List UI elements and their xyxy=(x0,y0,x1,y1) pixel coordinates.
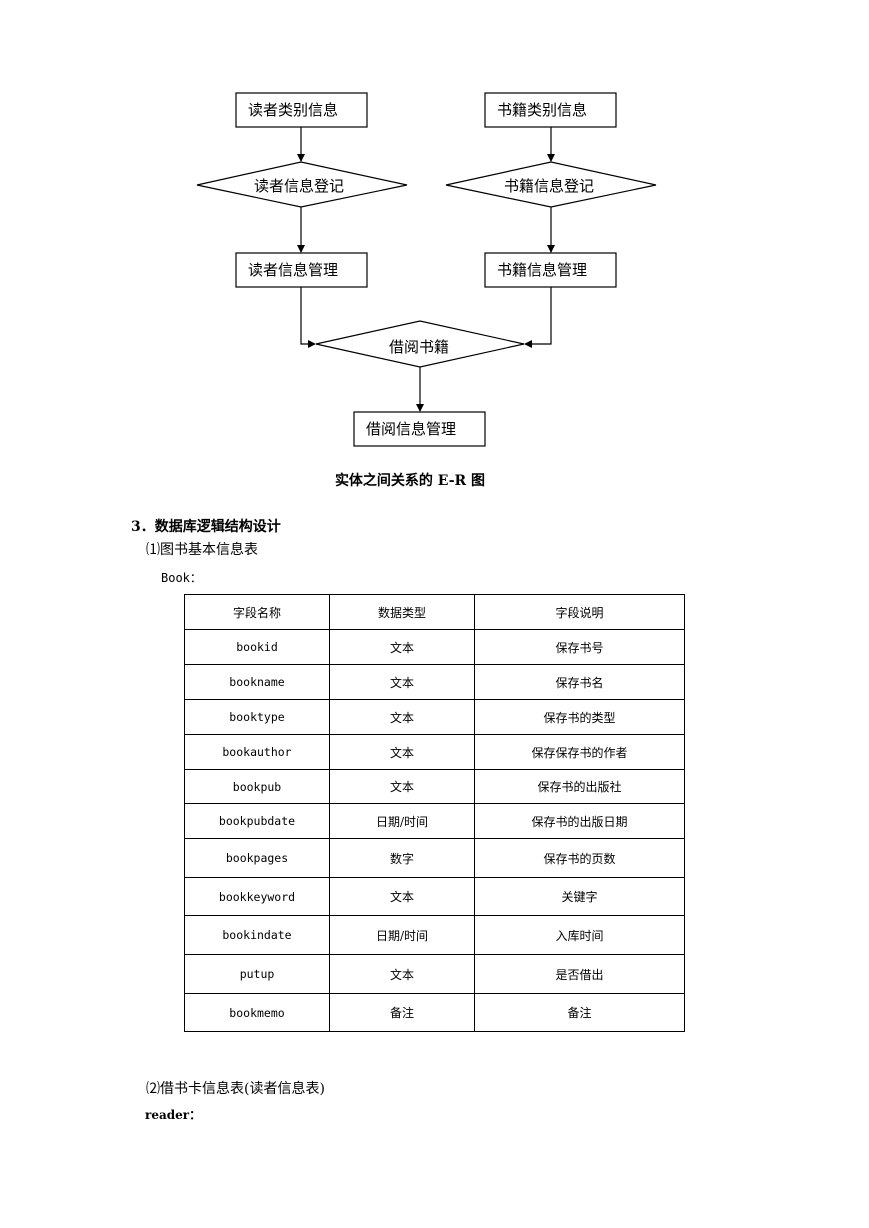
data-type-cell: 文本 xyxy=(329,629,475,665)
book-type-label: 书籍类别信息 xyxy=(497,101,587,119)
field-name-cell: bookmemo xyxy=(184,993,330,1032)
borrow-manage-label: 借阅信息管理 xyxy=(366,420,456,438)
data-type-cell: 文本 xyxy=(329,954,475,994)
field-desc-cell: 保存保存书的作者 xyxy=(474,734,685,770)
field-name-cell: bookkeyword xyxy=(184,877,330,916)
reader-type-label: 读者类别信息 xyxy=(248,101,338,119)
book-register-label: 书籍信息登记 xyxy=(504,177,594,195)
subsection-reader-table: ⑵借书卡信息表(读者信息表) xyxy=(146,1081,325,1097)
field-desc-cell: 保存书号 xyxy=(474,629,685,665)
header-data-type: 数据类型 xyxy=(329,594,475,630)
section-title: 3．数据库逻辑结构设计 xyxy=(131,519,281,535)
field-name-cell: bookpubdate xyxy=(184,803,330,839)
data-type-cell: 备注 xyxy=(329,993,475,1032)
table-header-row: 字段名称 数据类型 字段说明 xyxy=(184,594,685,630)
subsection-book-table: ⑴图书基本信息表 xyxy=(146,542,258,558)
reader-register-diamond xyxy=(196,161,408,208)
er-diagram: 读者类别信息 读者信息登记 读者信息管理 书籍类别信息 书籍信息登记 书籍信息管… xyxy=(0,0,869,470)
reader-manage-label: 读者信息管理 xyxy=(248,261,338,279)
field-desc-cell: 保存书的类型 xyxy=(474,699,685,735)
arrow-book-manage-to-borrow xyxy=(524,287,552,348)
field-name-cell: booktype xyxy=(184,699,330,735)
field-desc-cell: 是否借出 xyxy=(474,954,685,994)
reader-table-label: reader： xyxy=(145,1108,202,1122)
book-manage-box xyxy=(484,252,617,288)
field-desc-cell: 保存书名 xyxy=(474,664,685,700)
book-type-box xyxy=(484,92,617,128)
data-type-cell: 日期/时间 xyxy=(329,803,475,839)
data-type-cell: 日期/时间 xyxy=(329,915,475,955)
data-type-cell: 文本 xyxy=(329,699,475,735)
field-desc-cell: 备注 xyxy=(474,993,685,1032)
data-type-cell: 文本 xyxy=(329,734,475,770)
data-type-cell: 文本 xyxy=(329,769,475,804)
field-name-cell: bookid xyxy=(184,629,330,665)
borrow-label: 借阅书籍 xyxy=(389,338,449,356)
field-desc-cell: 入库时间 xyxy=(474,915,685,955)
field-name-cell: putup xyxy=(184,954,330,994)
field-desc-cell: 保存书的出版日期 xyxy=(474,803,685,839)
data-type-cell: 文本 xyxy=(329,664,475,700)
reader-register-label: 读者信息登记 xyxy=(254,177,344,195)
table-name-label: Book： xyxy=(161,571,202,585)
field-desc-cell: 保存书的页数 xyxy=(474,838,685,878)
field-name-cell: bookindate xyxy=(184,915,330,955)
book-register-diamond xyxy=(445,161,657,208)
header-field-desc: 字段说明 xyxy=(474,594,685,630)
field-desc-cell: 关键字 xyxy=(474,877,685,916)
borrow-diamond xyxy=(315,320,525,368)
book-manage-label: 书籍信息管理 xyxy=(497,261,587,279)
field-name-cell: bookauthor xyxy=(184,734,330,770)
borrow-manage-box xyxy=(353,411,486,447)
field-name-cell: bookpub xyxy=(184,769,330,804)
field-desc-cell: 保存书的出版社 xyxy=(474,769,685,804)
diagram-caption: 实体之间关系的 E-R 图 xyxy=(334,473,486,489)
reader-type-box xyxy=(235,92,368,128)
er-diagram-svg: 读者类别信息 读者信息登记 读者信息管理 书籍类别信息 书籍信息登记 书籍信息管… xyxy=(196,92,657,447)
data-type-cell: 文本 xyxy=(329,877,475,916)
data-type-cell: 数字 xyxy=(329,838,475,878)
field-name-cell: bookname xyxy=(184,664,330,700)
field-name-cell: bookpages xyxy=(184,838,330,878)
header-field-name: 字段名称 xyxy=(184,594,330,630)
arrow-reader-manage-to-borrow xyxy=(300,287,316,348)
